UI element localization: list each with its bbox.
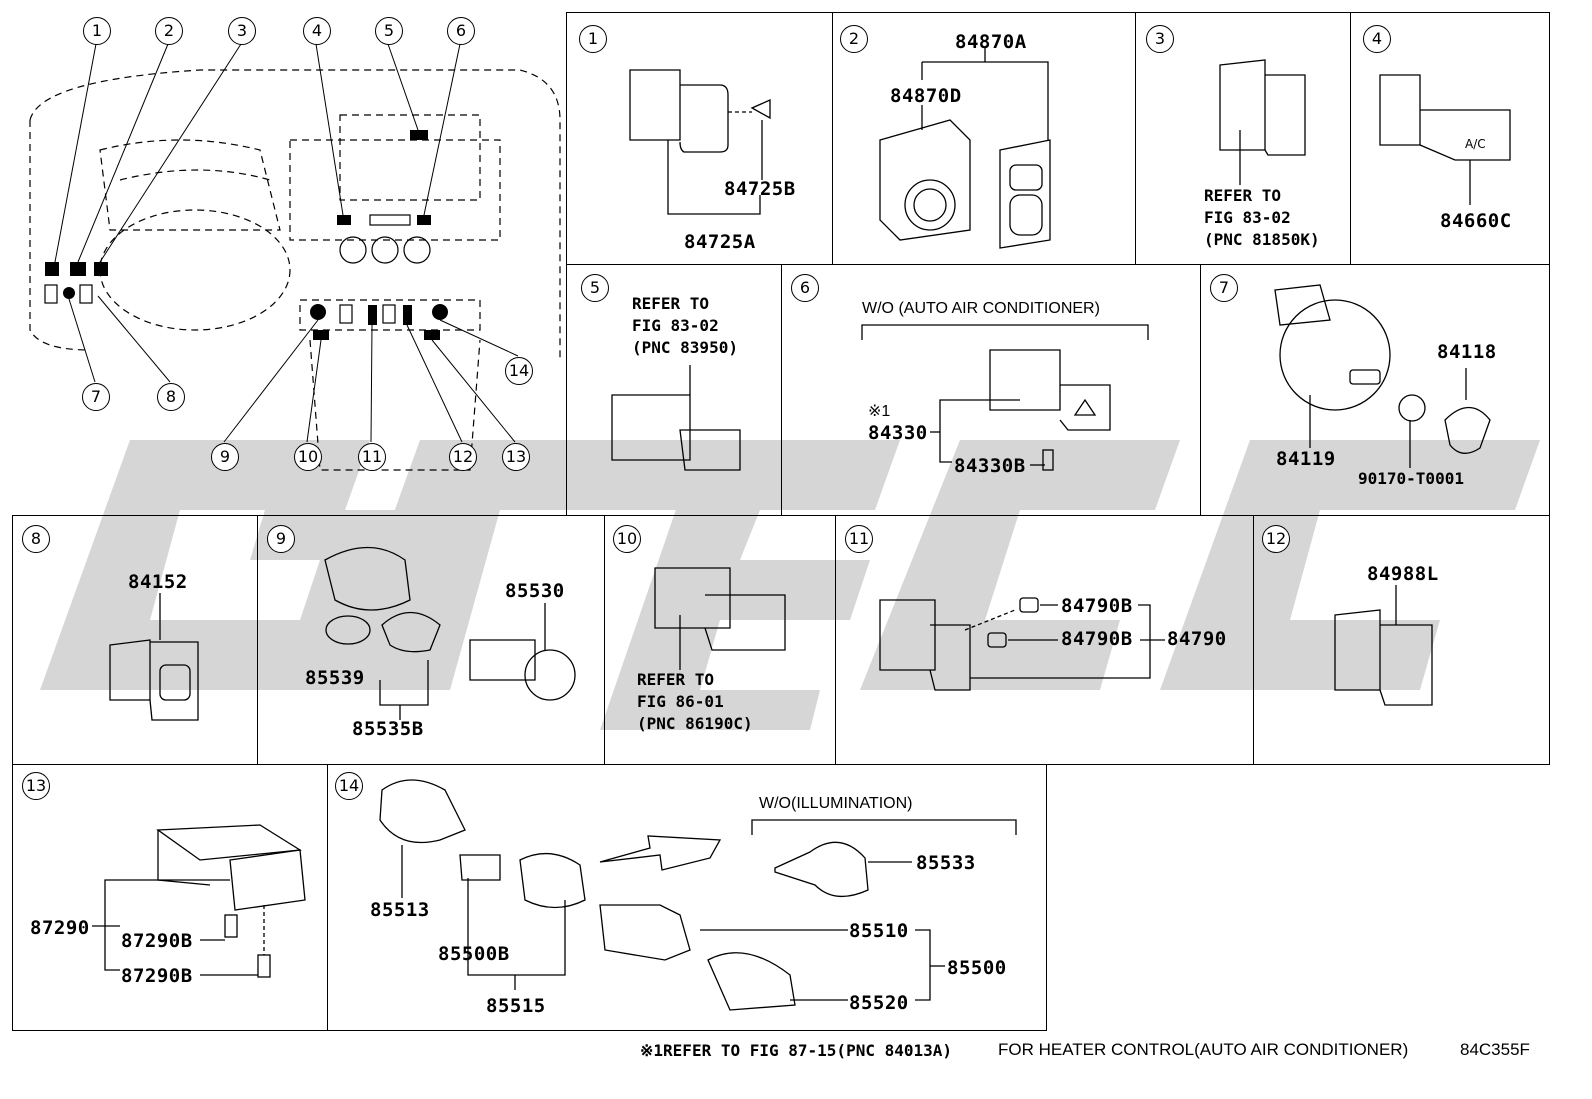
part-85533-label: 85533 [916, 852, 976, 874]
part-87290b-lower-label: 87290B [121, 965, 193, 987]
svg-text:A/C: A/C [1465, 137, 1486, 151]
part-85539-label: 85539 [305, 667, 365, 689]
part-84118-label: 84118 [1437, 341, 1497, 363]
panel-10-refer-line2: FIG 86-01 [637, 692, 724, 711]
panel-12 [1253, 515, 1550, 765]
panel-12-number: 12 [1262, 525, 1290, 553]
part-85530-label: 85530 [505, 580, 565, 602]
panel-4-number: 4 [1363, 25, 1391, 53]
part-85520-label: 85520 [849, 992, 909, 1014]
panel-10-number: 10 [613, 525, 641, 553]
panel-6-number: 6 [791, 274, 819, 302]
overview-callout-3: 3 [228, 17, 256, 45]
panel-2-number: 2 [840, 25, 868, 53]
overview-callout-11: 11 [358, 443, 386, 471]
panel-5-number: 5 [581, 274, 609, 302]
overview-callout-14: 14 [505, 357, 533, 385]
part-84119-label: 84119 [1276, 448, 1336, 470]
part-87290-label: 87290 [30, 917, 90, 939]
panel-14 [327, 764, 1047, 1031]
panel-3-refer-line3: (PNC 81850K) [1204, 230, 1320, 249]
panel-5-refer-line2: FIG 83-02 [632, 316, 719, 335]
part-84790b-lower-label: 84790B [1061, 628, 1133, 650]
panel-9-number: 9 [267, 525, 295, 553]
panel-6-note-mark: ※1 [868, 403, 891, 420]
overview-callout-12: 12 [449, 443, 477, 471]
panel-8-number: 8 [22, 525, 50, 553]
overview-callout-8: 8 [157, 383, 185, 411]
panel-1-number: 1 [579, 25, 607, 53]
part-84660c-label: 84660C [1440, 210, 1512, 232]
part-84725a-label: 84725A [684, 231, 756, 253]
footer-reference: ※1REFER TO FIG 87-15(PNC 84013A) [640, 1041, 953, 1060]
part-84330b-label: 84330B [954, 455, 1026, 477]
footer-diagram-code: 84C355F [1460, 1040, 1530, 1059]
panel-14-condition: W/O(ILLUMINATION) [759, 795, 913, 812]
overview-callout-10: 10 [294, 443, 322, 471]
overview-callout-5: 5 [375, 17, 403, 45]
part-85513-label: 85513 [370, 899, 430, 921]
part-84725b-label: 84725B [724, 178, 796, 200]
part-84988l-label: 84988L [1367, 563, 1439, 585]
overview-callout-6: 6 [447, 17, 475, 45]
part-85500b-label: 85500B [438, 943, 510, 965]
panel-13-number: 13 [22, 772, 50, 800]
overview-callout-13: 13 [502, 443, 530, 471]
part-87290b-upper-label: 87290B [121, 930, 193, 952]
panel-11-number: 11 [845, 525, 873, 553]
panel-3-refer-line2: FIG 83-02 [1204, 208, 1291, 227]
overview-callout-9: 9 [211, 443, 239, 471]
overview-callout-7: 7 [82, 383, 110, 411]
panel-7-number: 7 [1210, 274, 1238, 302]
panel-5-refer-line3: (PNC 83950) [632, 338, 738, 357]
part-85535b-label: 85535B [352, 718, 424, 740]
panel-10-refer-line1: REFER TO [637, 670, 715, 689]
part-84330-label: 84330 [868, 422, 928, 444]
overview-callout-1: 1 [83, 17, 111, 45]
part-84152-label: 84152 [128, 571, 188, 593]
panel-10-refer-line3: (PNC 86190C) [637, 714, 753, 733]
part-84790-label: 84790 [1167, 628, 1227, 650]
part-90170-t0001-label: 90170-T0001 [1358, 469, 1464, 488]
part-84870d-label: 84870D [890, 85, 962, 107]
part-85510-label: 85510 [849, 920, 909, 942]
panel-3-number: 3 [1146, 25, 1174, 53]
part-85500-label: 85500 [947, 957, 1007, 979]
part-85515-label: 85515 [486, 995, 546, 1017]
part-84790b-upper-label: 84790B [1061, 595, 1133, 617]
panel-5-refer-line1: REFER TO [632, 294, 710, 313]
overview-callout-2: 2 [155, 17, 183, 45]
panel-14-number: 14 [335, 772, 363, 800]
part-84870a-label: 84870A [955, 31, 1027, 53]
footer-note: FOR HEATER CONTROL(AUTO AIR CONDITIONER) [998, 1040, 1409, 1059]
panel-6-condition: W/O (AUTO AIR CONDITIONER) [862, 300, 1100, 317]
panel-3-refer-line1: REFER TO [1204, 186, 1282, 205]
overview-callout-4: 4 [303, 17, 331, 45]
